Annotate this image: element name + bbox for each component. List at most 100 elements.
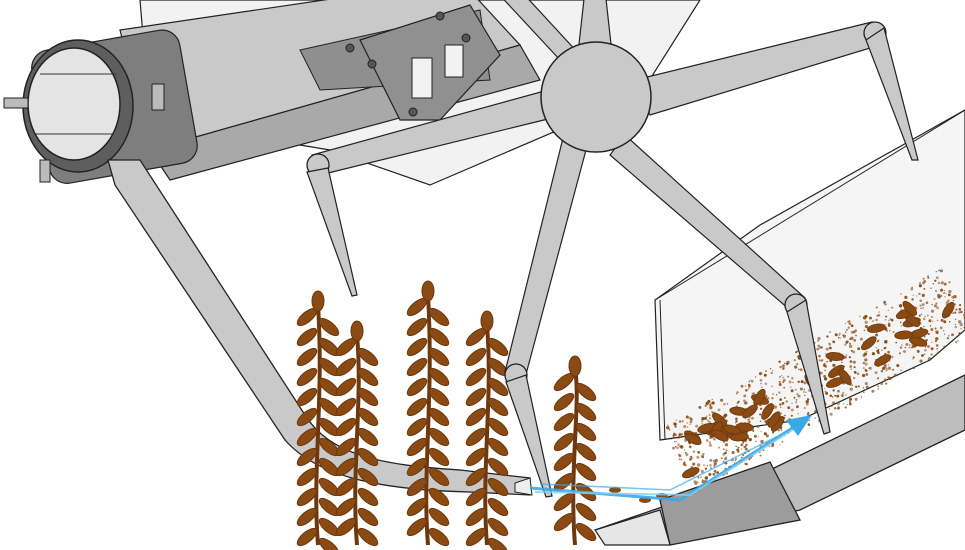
crop-particle [686,415,689,418]
crop-particle [885,379,887,381]
crop-particle [677,443,680,446]
crop-particle [689,458,692,461]
crop-particle [859,315,860,316]
crop-particle [714,470,717,473]
crop-particle [709,404,711,406]
crop-particle [947,299,950,302]
crop-particle [947,337,949,339]
crop-particle [944,290,945,291]
crop-pod [295,325,320,348]
crop-particle [865,315,868,318]
crop-particle [938,282,940,284]
crop-particle [853,361,856,364]
crop-particle [748,388,749,389]
crop-particle [795,351,797,353]
crop-particle [669,429,670,430]
crop-particle [876,350,879,353]
crop-pod [552,410,577,433]
crop-particle [709,417,711,419]
crop-particle [749,438,752,441]
crop-particle [913,295,914,296]
crop-particle [839,333,841,335]
crop-particle [765,382,768,385]
crop-particle [886,330,888,332]
crop-particle [680,433,683,436]
crop-particle [875,319,878,322]
crop-particle [751,417,754,420]
crop-particle [824,370,825,371]
crop-particle [745,463,747,465]
crop-pod [464,385,489,408]
crop-particle [959,304,961,306]
crop-particle [900,293,901,294]
crop-particle [709,444,712,447]
crop-pod [334,415,359,438]
crop-particle [723,403,726,406]
crop-particle [786,363,789,366]
crop-particle [690,418,693,421]
crop-particle [824,388,825,389]
crop-particle [761,386,762,387]
crop-particle [826,361,828,363]
crop-particle [928,333,930,335]
crop-particle [903,351,905,353]
crop-particle [806,403,809,406]
crop-particle [866,386,869,389]
crop-particle [937,352,939,354]
crop-particle [919,282,921,284]
crop-particle [850,368,852,370]
crop-particle [858,385,860,387]
crop-particle [864,358,867,361]
crop-particle [891,356,894,359]
crop-particle [955,341,957,343]
crop-particle [743,394,746,397]
crop-particle [684,449,685,450]
crop-particle [692,463,695,466]
crop-particle [675,434,677,436]
crop-particle [862,374,865,377]
crop-particle [667,425,668,426]
crop-particle [807,398,809,400]
crop-particle [683,461,685,463]
crop-particle [781,412,782,413]
crop-particle [920,308,921,309]
crop-pod [464,345,489,368]
crop-pod [356,485,381,508]
crop-particle [838,335,839,336]
crop-particle [718,408,721,411]
crop-particle [882,367,885,370]
crop-particle [957,340,959,342]
crop-particle [849,365,852,368]
crop-particle [796,405,799,408]
crop-particle [857,372,860,375]
bolt [436,12,444,20]
crop-particle [709,459,712,462]
crop-particle [865,363,868,366]
crop-particle [760,379,763,382]
crop-particle [943,292,945,294]
crop-particle [689,423,691,425]
crop-particle [824,377,827,380]
crop-particle [737,447,739,449]
crop-particle [805,392,806,393]
crop-particle [779,381,781,383]
crop-particle [808,423,811,426]
crop-particle [877,340,879,342]
crop-particle [923,326,925,328]
crop-particle [911,298,914,301]
crop-particle [845,331,846,332]
crop-particle [800,368,803,371]
crop-particle [741,448,742,449]
crop-particle [854,371,857,374]
crop-particle [687,426,688,427]
crop-particle [801,380,804,383]
crop-particle [791,415,793,417]
crop-particle [816,348,819,351]
crop-particle [899,304,902,307]
crop-pod [295,385,320,408]
crop-particle [846,354,847,355]
crop-particle [936,276,939,279]
crop-particle [894,374,897,377]
crop-particle [909,347,911,349]
crop-particle [911,347,912,348]
